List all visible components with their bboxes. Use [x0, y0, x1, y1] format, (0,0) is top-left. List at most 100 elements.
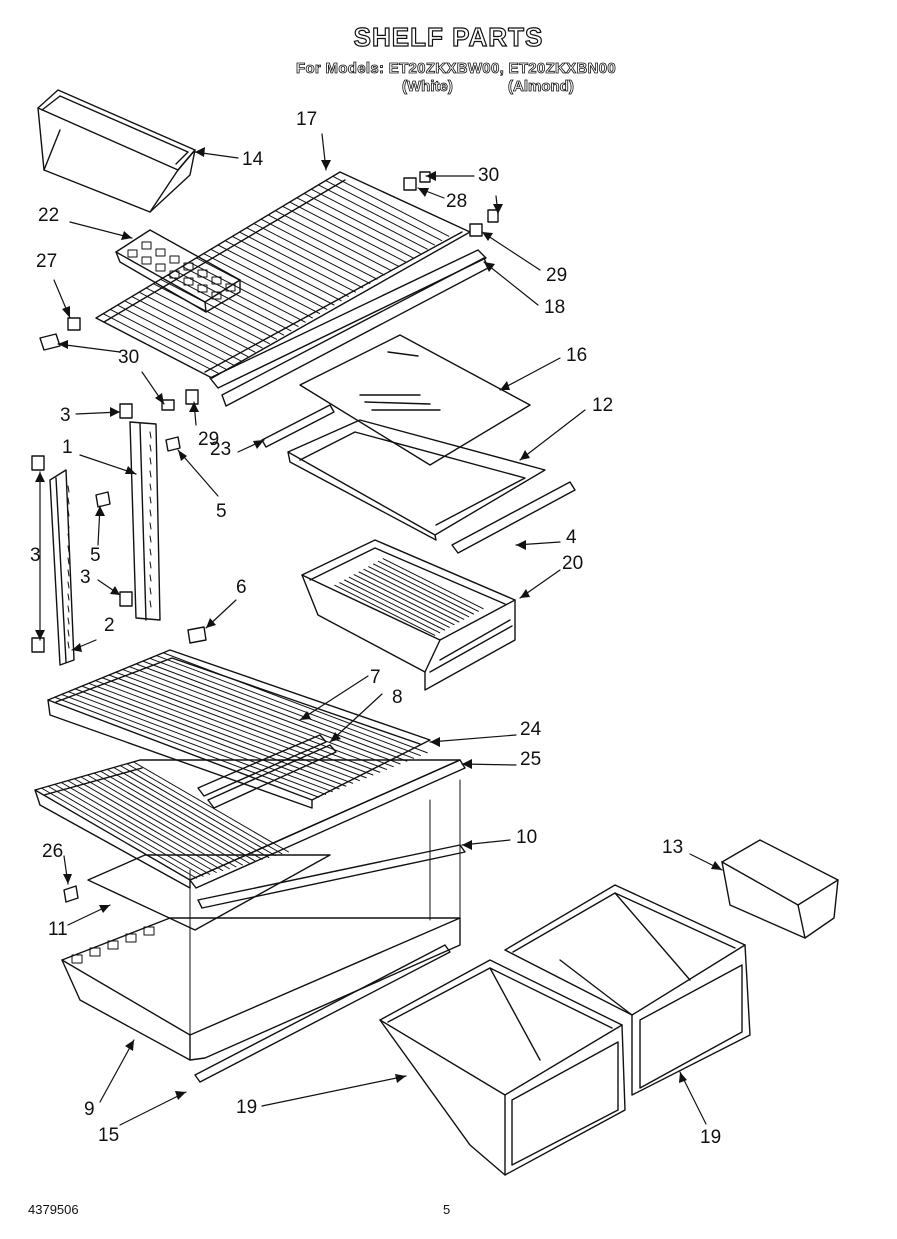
rib-line — [377, 560, 479, 612]
callout-5-left: 5 — [90, 545, 101, 566]
lower-shelf-ribs — [41, 761, 289, 879]
rib-line — [152, 283, 270, 345]
callout-6: 6 — [236, 577, 247, 598]
rib-line — [113, 767, 270, 858]
clip-part-26 — [63, 885, 79, 903]
rib-line — [224, 240, 342, 302]
callout-29-left: 29 — [198, 429, 220, 450]
rib-line — [54, 783, 211, 875]
rib-line — [162, 652, 428, 754]
upper-shelf-trim-part — [209, 249, 489, 407]
rib-line — [67, 581, 70, 589]
callout-5-right: 5 — [216, 501, 227, 522]
vent-tab — [125, 933, 137, 943]
rib-line — [47, 785, 204, 877]
rib-line — [101, 677, 367, 779]
color-almond-label: (Almond) — [508, 78, 575, 96]
rib-line — [149, 574, 152, 582]
rib-line — [260, 218, 378, 280]
crisper-rail-part — [197, 844, 466, 909]
rib-line — [363, 568, 465, 620]
callout-16: 16 — [566, 345, 588, 366]
callout-19-right: 19 — [700, 1127, 722, 1148]
rib-line — [126, 763, 283, 855]
rib-line — [155, 655, 421, 757]
rib-line — [174, 270, 292, 332]
callout-30-left: 30 — [118, 347, 140, 368]
rib-line — [282, 205, 400, 267]
rib-line — [109, 308, 227, 370]
shelf-rail-part — [261, 404, 335, 448]
rib-line — [149, 431, 152, 439]
callout-19-left: 19 — [236, 1097, 258, 1118]
rib-line — [119, 765, 276, 857]
rib-line — [67, 593, 70, 601]
glass-shelf-part — [299, 334, 531, 466]
rib-line — [188, 261, 306, 323]
callout-23: 23 — [210, 439, 232, 460]
rib-line — [67, 629, 70, 637]
shelf-clips — [39, 171, 499, 411]
rib-line — [210, 248, 328, 310]
callout-1: 1 — [62, 437, 73, 458]
callout-17: 17 — [296, 109, 318, 130]
callout-3-side: 3 — [30, 545, 41, 566]
rib-line — [132, 761, 289, 853]
rib-line — [131, 296, 249, 358]
rib-line — [67, 533, 70, 541]
rib-line — [149, 483, 152, 491]
rib-line — [74, 688, 340, 790]
rib-line — [149, 600, 152, 608]
rib-line — [73, 778, 230, 870]
shelf-supports — [31, 403, 207, 666]
upper-shelf-ribs — [102, 175, 450, 375]
rib-line — [368, 566, 470, 618]
rib-line — [149, 587, 152, 595]
rib-line — [145, 287, 263, 349]
rib-line — [348, 576, 450, 628]
rib-line — [67, 557, 70, 565]
rib-line — [325, 180, 443, 242]
callout-20: 20 — [562, 553, 584, 574]
rib-line — [67, 485, 70, 493]
rib-line — [274, 210, 392, 272]
rib-line — [149, 657, 415, 759]
callout-18: 18 — [544, 297, 566, 318]
rib-line — [142, 660, 408, 762]
callout-24: 24 — [520, 719, 542, 740]
ice-cell — [141, 241, 152, 250]
ice-cell — [141, 256, 152, 265]
ice-cell — [183, 277, 194, 286]
rib-line — [160, 278, 278, 340]
callout-8: 8 — [392, 687, 403, 708]
egg-bin-part — [721, 839, 839, 939]
rib-line — [88, 682, 354, 784]
ice-cell — [183, 262, 194, 271]
models-line: For Models: ET20ZKXBW00, ET20ZKXBN00 — [296, 60, 617, 78]
rib-line — [149, 509, 152, 517]
rib-line — [115, 671, 381, 773]
ice-cell — [197, 284, 208, 293]
mid-trim-part — [197, 734, 327, 797]
rib-line — [246, 227, 364, 289]
rib-line — [67, 617, 70, 625]
rib-line — [149, 548, 152, 556]
rib-line — [128, 666, 394, 768]
meat-pan-ribs — [334, 558, 484, 636]
rib-line — [122, 668, 388, 770]
rib-line — [67, 545, 70, 553]
rib-line — [353, 574, 455, 626]
rib-line — [382, 558, 484, 610]
color-white-label: (White) — [402, 78, 454, 96]
rib-line — [67, 509, 70, 517]
ice-tray-part — [115, 229, 241, 313]
rib-line — [87, 774, 243, 866]
callout-30-top: 30 — [478, 165, 500, 186]
rib-line — [117, 304, 235, 366]
ice-cell — [211, 276, 222, 285]
rib-line — [135, 663, 401, 765]
rib-line — [149, 522, 152, 530]
callout-3-bottom: 3 — [80, 567, 91, 588]
rib-line — [339, 582, 441, 634]
page-number: 5 — [443, 1202, 451, 1217]
